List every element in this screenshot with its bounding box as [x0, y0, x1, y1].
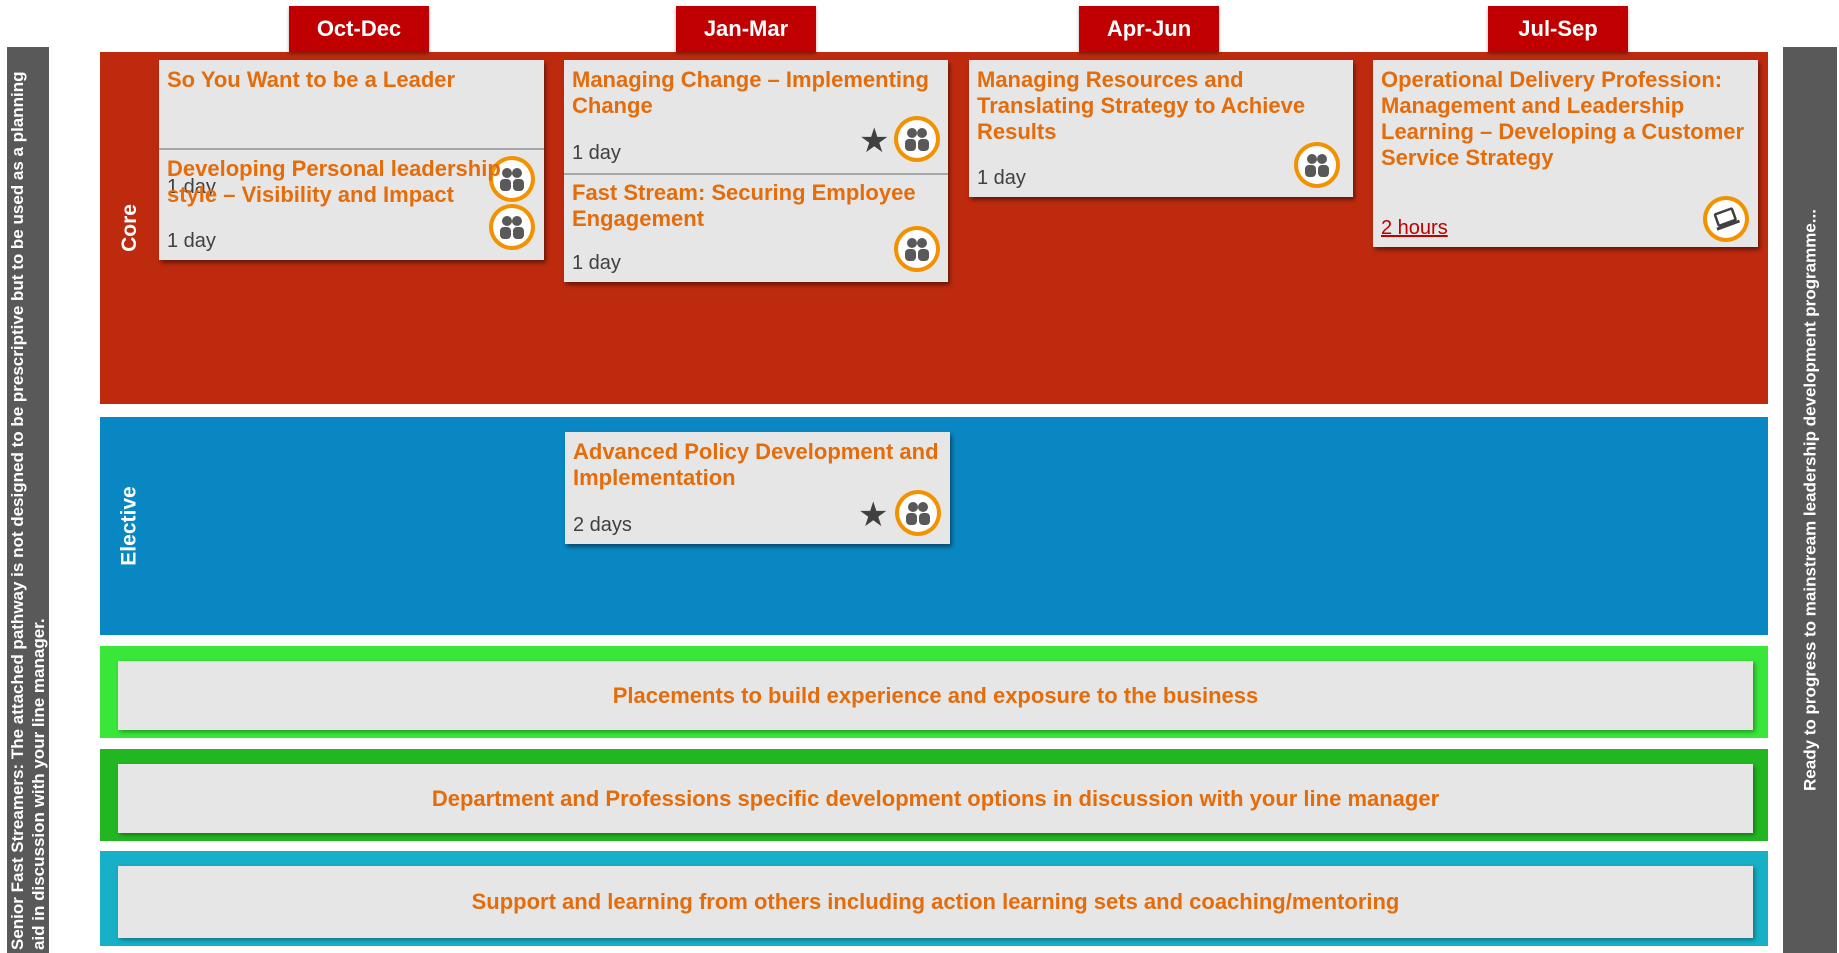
course-title[interactable]: Developing Personal leadership style – V… — [167, 156, 501, 207]
course-title[interactable]: Operational Delivery Profession: Managem… — [1381, 67, 1745, 170]
people-icon — [894, 116, 940, 162]
quarter-tab-jul-sep: Jul-Sep — [1488, 6, 1628, 52]
course-title[interactable]: Fast Stream: Securing Employee Engagemen… — [572, 180, 916, 231]
left-note-bar: Senior Fast Streamers: The attached path… — [7, 47, 49, 953]
department-options-strip: Department and Professions specific deve… — [100, 749, 1768, 841]
course-card-jul-sep: Operational Delivery Profession: Managem… — [1373, 60, 1758, 247]
elective-label: Elective — [100, 417, 160, 635]
placements-strip: Placements to build experience and expos… — [100, 646, 1768, 738]
laptop-icon — [1703, 196, 1749, 242]
core-label: Core — [100, 52, 160, 404]
card-divider — [159, 148, 544, 150]
course-duration: 1 day — [167, 230, 216, 252]
quarter-tab-jan-mar: Jan-Mar — [676, 6, 816, 52]
star-icon: ★ — [859, 122, 890, 160]
course-title[interactable]: Managing Change – Implementing Change — [572, 67, 929, 118]
quarter-tab-apr-jun: Apr-Jun — [1079, 6, 1219, 52]
card-divider — [564, 173, 948, 175]
course-duration: 1 day — [572, 142, 621, 164]
course-card-elective: Advanced Policy Development and Implemen… — [565, 432, 950, 544]
star-icon: ★ — [858, 496, 889, 534]
placements-text: Placements to build experience and expos… — [118, 661, 1753, 730]
course-title[interactable]: Advanced Policy Development and Implemen… — [573, 439, 939, 490]
support-learning-text: Support and learning from others includi… — [118, 866, 1753, 938]
course-duration: 1 day — [977, 167, 1026, 189]
course-stack-jan-mar: Managing Change – Implementing Change 1 … — [564, 60, 948, 282]
course-duration: 1 day — [572, 252, 621, 274]
course-title[interactable]: So You Want to be a Leader — [167, 67, 456, 92]
core-label-text: Core — [117, 204, 141, 252]
right-note-bar: Ready to progress to mainstream leadersh… — [1783, 47, 1837, 953]
left-note-text: Senior Fast Streamers: The attached path… — [8, 71, 48, 950]
course-card-apr-jun: Managing Resources and Translating Strat… — [969, 60, 1353, 197]
people-icon — [894, 226, 940, 272]
course-stack-oct-dec: So You Want to be a Leader 1 day Develop… — [159, 60, 544, 260]
quarter-tab-oct-dec: Oct-Dec — [289, 6, 429, 52]
elective-label-text: Elective — [118, 486, 142, 566]
course-title[interactable]: Managing Resources and Translating Strat… — [977, 67, 1306, 144]
right-note-text: Ready to progress to mainstream leadersh… — [1800, 209, 1820, 791]
people-icon — [489, 156, 535, 202]
course-duration-link[interactable]: 2 hours — [1381, 217, 1448, 239]
department-options-text: Department and Professions specific deve… — [118, 764, 1753, 833]
people-icon — [895, 490, 941, 536]
people-icon — [1294, 142, 1340, 188]
people-icon — [489, 204, 535, 250]
course-duration: 1 day — [167, 176, 216, 198]
support-learning-strip: Support and learning from others includi… — [100, 851, 1768, 946]
course-duration: 2 days — [573, 514, 632, 536]
